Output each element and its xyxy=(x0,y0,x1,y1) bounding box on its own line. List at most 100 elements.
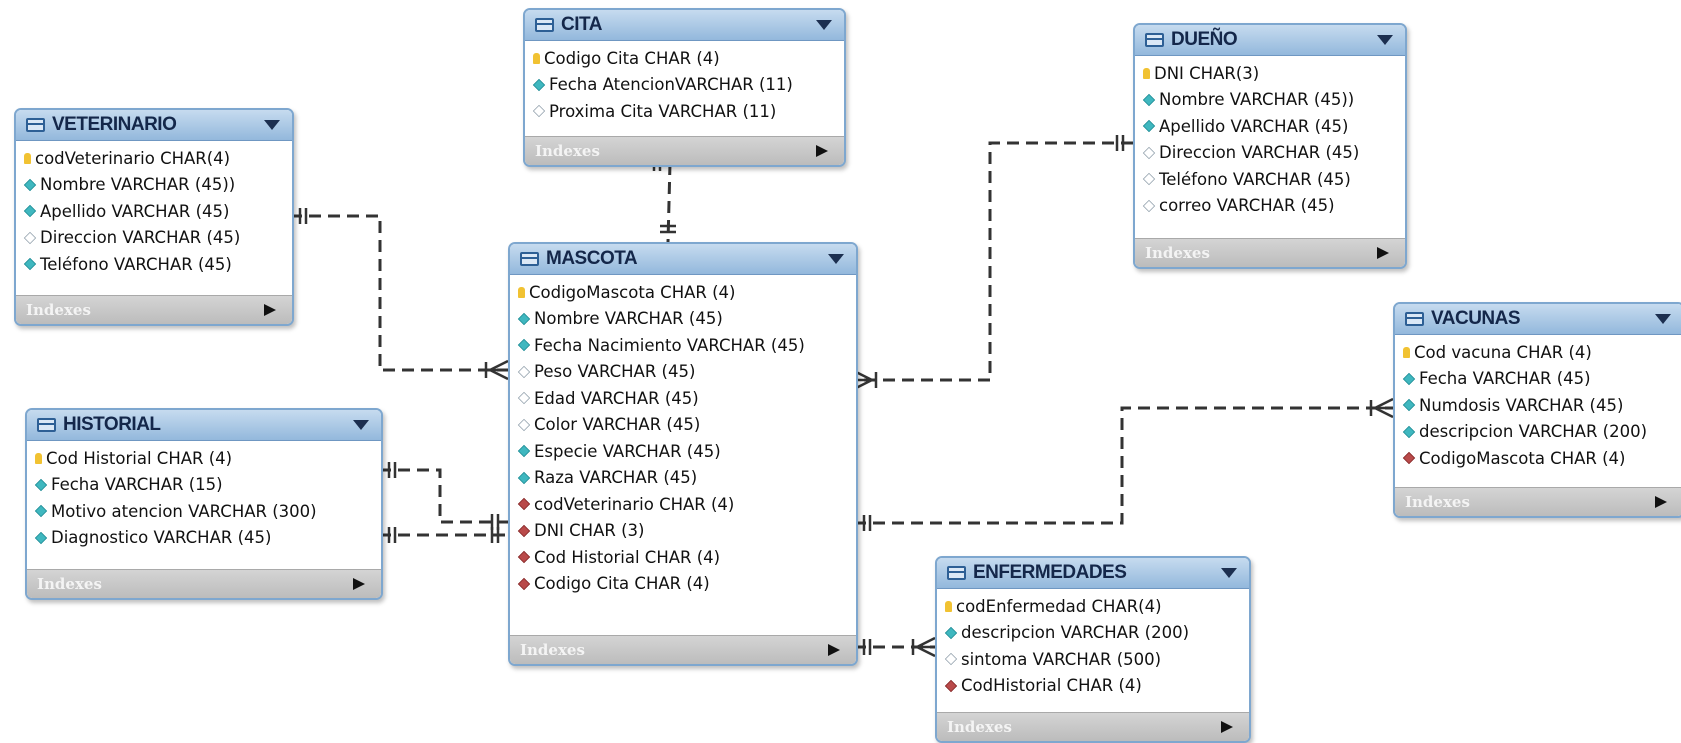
chevron-down-icon[interactable] xyxy=(816,20,832,30)
column-row[interactable]: CodigoMascota CHAR (4) xyxy=(510,279,856,306)
entity-header[interactable]: DUEÑO xyxy=(1135,25,1405,56)
column-row[interactable]: Numdosis VARCHAR (45) xyxy=(1395,392,1681,419)
chevron-down-icon[interactable] xyxy=(264,120,280,130)
column-row[interactable]: Nombre VARCHAR (45)) xyxy=(1135,87,1405,114)
column-row[interactable]: descripcion VARCHAR (200) xyxy=(937,620,1249,647)
primary-key-icon xyxy=(518,286,525,298)
column-label: Cod Historial CHAR (4) xyxy=(534,547,721,567)
column-label: Fecha VARCHAR (15) xyxy=(51,475,223,495)
column-label: correo VARCHAR (45) xyxy=(1159,196,1335,216)
not-null-column-icon xyxy=(944,626,958,639)
indexes-bar[interactable]: Indexes xyxy=(16,295,292,324)
column-row[interactable]: Teléfono VARCHAR (45) xyxy=(16,251,292,278)
entity-veterinario[interactable]: VETERINARIO codVeterinario CHAR(4)Nombre … xyxy=(14,108,294,326)
chevron-down-icon[interactable] xyxy=(1377,35,1393,45)
column-row[interactable]: Fecha VARCHAR (45) xyxy=(1395,366,1681,393)
column-row[interactable]: Teléfono VARCHAR (45) xyxy=(1135,166,1405,193)
column-row[interactable]: CodigoMascota CHAR (4) xyxy=(1395,445,1681,472)
expand-arrow-icon[interactable] xyxy=(1221,721,1233,733)
column-row[interactable]: Cod Historial CHAR (4) xyxy=(27,445,381,472)
relationship-dueno-mascota xyxy=(853,135,1133,391)
expand-arrow-icon[interactable] xyxy=(1377,247,1389,259)
column-list: codEnfermedad CHAR(4)descripcion VARCHAR… xyxy=(937,589,1249,699)
column-label: Cod vacuna CHAR (4) xyxy=(1414,342,1592,362)
cardinality-one-marker xyxy=(862,515,872,531)
column-row[interactable]: Direccion VARCHAR (45) xyxy=(1135,140,1405,167)
not-null-column-icon xyxy=(532,78,546,91)
column-label: CodigoMascota CHAR (4) xyxy=(1419,448,1626,468)
column-row[interactable]: Cod vacuna CHAR (4) xyxy=(1395,339,1681,366)
column-row[interactable]: Motivo atencion VARCHAR (300) xyxy=(27,498,381,525)
chevron-down-icon[interactable] xyxy=(1221,568,1237,578)
column-list: Codigo Cita CHAR (4)Fecha AtencionVARCHA… xyxy=(525,41,844,125)
column-row[interactable]: Raza VARCHAR (45) xyxy=(510,465,856,492)
nullable-column-icon xyxy=(532,105,546,118)
column-row[interactable]: Fecha Nacimiento VARCHAR (45) xyxy=(510,332,856,359)
expand-arrow-icon[interactable] xyxy=(828,644,840,656)
entity-header[interactable]: CITA xyxy=(525,10,844,41)
entity-title: VACUNAS xyxy=(1431,308,1521,329)
column-row[interactable]: Peso VARCHAR (45) xyxy=(510,359,856,386)
table-icon xyxy=(1405,312,1424,326)
expand-arrow-icon[interactable] xyxy=(816,145,828,157)
column-row[interactable]: Fecha AtencionVARCHAR (11) xyxy=(525,72,844,99)
cardinality-one-marker xyxy=(862,639,872,655)
indexes-bar[interactable]: Indexes xyxy=(937,712,1249,741)
relationship-veterinario-mascota xyxy=(290,208,509,381)
column-row[interactable]: Especie VARCHAR (45) xyxy=(510,438,856,465)
column-row[interactable]: codVeterinario CHAR(4) xyxy=(16,145,292,172)
entity-header[interactable]: MASCOTA xyxy=(510,244,856,275)
column-row[interactable]: Nombre VARCHAR (45) xyxy=(510,306,856,333)
column-row[interactable]: CodHistorial CHAR (4) xyxy=(937,673,1249,700)
not-null-column-icon xyxy=(23,258,37,271)
column-row[interactable]: descripcion VARCHAR (200) xyxy=(1395,419,1681,446)
indexes-bar[interactable]: Indexes xyxy=(27,569,381,598)
entity-header[interactable]: ENFERMEDADES xyxy=(937,558,1249,589)
column-row[interactable]: Nombre VARCHAR (45)) xyxy=(16,172,292,199)
column-row[interactable]: Direccion VARCHAR (45) xyxy=(16,225,292,252)
cardinality-one-marker xyxy=(660,224,676,234)
table-icon xyxy=(1145,33,1164,47)
primary-key-icon xyxy=(1143,67,1150,79)
column-row[interactable]: Diagnostico VARCHAR (45) xyxy=(27,525,381,552)
column-row[interactable]: codEnfermedad CHAR(4) xyxy=(937,593,1249,620)
column-row[interactable]: codVeterinario CHAR (4) xyxy=(510,491,856,518)
column-row[interactable]: Color VARCHAR (45) xyxy=(510,412,856,439)
column-row[interactable]: Apellido VARCHAR (45) xyxy=(16,198,292,225)
indexes-label: Indexes xyxy=(26,301,91,319)
chevron-down-icon[interactable] xyxy=(1655,314,1671,324)
column-row[interactable]: Codigo Cita CHAR (4) xyxy=(510,571,856,598)
expand-arrow-icon[interactable] xyxy=(264,304,276,316)
entity-header[interactable]: VACUNAS xyxy=(1395,304,1681,335)
chevron-down-icon[interactable] xyxy=(828,254,844,264)
column-row[interactable]: Proxima Cita VARCHAR (11) xyxy=(525,98,844,125)
primary-key-icon xyxy=(945,600,952,612)
column-row[interactable]: DNI CHAR (3) xyxy=(510,518,856,545)
column-label: Motivo atencion VARCHAR (300) xyxy=(51,501,317,521)
column-row[interactable]: Fecha VARCHAR (15) xyxy=(27,472,381,499)
entity-historial[interactable]: HISTORIAL Cod Historial CHAR (4) Fecha VAR… xyxy=(25,408,383,600)
expand-arrow-icon[interactable] xyxy=(1655,496,1667,508)
column-label: Teléfono VARCHAR (45) xyxy=(40,254,232,274)
indexes-bar[interactable]: Indexes xyxy=(1135,238,1405,267)
entity-dueno[interactable]: DUEÑO DNI CHAR(3)Nombre VARCHAR (45))Apel… xyxy=(1133,23,1407,269)
chevron-down-icon[interactable] xyxy=(353,420,369,430)
column-row[interactable]: Edad VARCHAR (45) xyxy=(510,385,856,412)
entity-mascota[interactable]: MASCOTA CodigoMascota CHAR (4)Nombre VARC… xyxy=(508,242,858,666)
entity-header[interactable]: VETERINARIO xyxy=(16,110,292,141)
entity-header[interactable]: HISTORIAL xyxy=(27,410,381,441)
indexes-bar[interactable]: Indexes xyxy=(525,136,844,165)
indexes-bar[interactable]: Indexes xyxy=(510,635,856,664)
column-row[interactable]: DNI CHAR(3) xyxy=(1135,60,1405,87)
column-row[interactable]: correo VARCHAR (45) xyxy=(1135,193,1405,220)
column-label: Cod Historial CHAR (4) xyxy=(46,448,233,468)
entity-vacunas[interactable]: VACUNAS Cod vacuna CHAR (4) Fecha VARCHAR … xyxy=(1393,302,1681,518)
column-row[interactable]: Codigo Cita CHAR (4) xyxy=(525,45,844,72)
indexes-bar[interactable]: Indexes xyxy=(1395,487,1681,516)
column-row[interactable]: Apellido VARCHAR (45) xyxy=(1135,113,1405,140)
expand-arrow-icon[interactable] xyxy=(353,578,365,590)
column-row[interactable]: Cod Historial CHAR (4) xyxy=(510,544,856,571)
column-row[interactable]: sintoma VARCHAR (500) xyxy=(937,646,1249,673)
